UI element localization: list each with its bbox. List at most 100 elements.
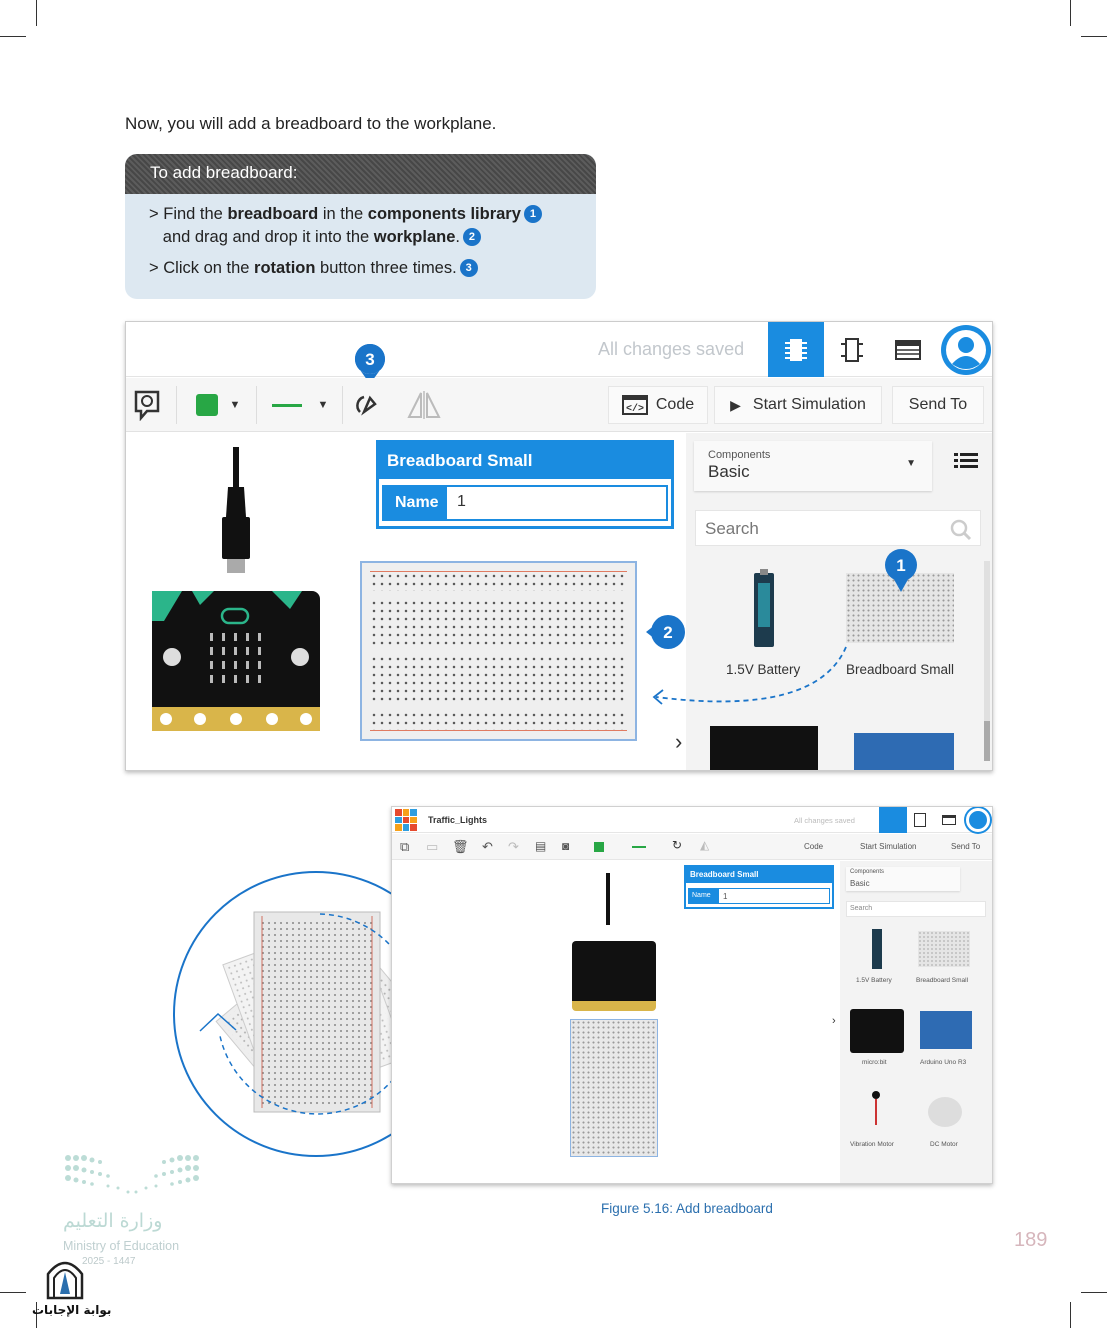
wire-line-icon-small[interactable] [632, 846, 646, 848]
callout-3: 3 [354, 344, 385, 384]
scrollbar[interactable] [984, 561, 990, 761]
label-dc-motor-small: DC Motor [930, 1141, 958, 1148]
divider [342, 386, 343, 424]
breadboard-rotated-small[interactable] [570, 1019, 658, 1157]
search-input-small[interactable]: Search [846, 901, 986, 917]
mirror-icon-small[interactable]: ◭ [700, 838, 710, 852]
breadboard-on-workplane[interactable] [360, 561, 637, 741]
avatar-small[interactable] [966, 808, 990, 832]
components-dropdown-small[interactable]: Components Basic [846, 867, 960, 891]
redo-icon[interactable]: ↷ [508, 839, 519, 854]
search-input[interactable]: Search [695, 510, 981, 546]
speech-bubble-icon[interactable]: ◙ [562, 839, 570, 853]
step-text: in the [318, 205, 368, 223]
label-vibration-motor-small: Vibration Motor [850, 1141, 894, 1148]
dc-motor-small[interactable] [928, 1097, 962, 1127]
step-bold: rotation [254, 259, 316, 277]
components-label-small: Components [850, 869, 885, 875]
color-swatch-small[interactable] [594, 842, 604, 852]
breadboard-rail [370, 571, 627, 591]
battery-image[interactable] [752, 569, 776, 649]
components-panel-small: Components Basic Search 1.5V Battery Bre… [840, 861, 992, 1183]
crop-mark [0, 1292, 26, 1293]
step-text: Find the [163, 205, 228, 223]
arduino-component-image[interactable] [854, 733, 954, 770]
user-avatar[interactable] [938, 322, 992, 377]
components-label: Components [708, 449, 771, 461]
panel-toggle-chevron-icon[interactable]: › [832, 1015, 836, 1027]
editor-toolbar: ▼ ▼ </> Code ▶ Start Simulation Send To [126, 378, 992, 432]
wire-line-icon [271, 403, 302, 407]
step-text: . [455, 228, 460, 246]
svg-text:</>: </> [626, 403, 644, 415]
start-simulation-small[interactable]: Start Simulation [860, 842, 917, 851]
crop-mark [0, 36, 26, 37]
battery-label: 1.5V Battery [726, 662, 801, 677]
figure-caption: Figure 5.16: Add breadboard [601, 1201, 773, 1216]
step-number-badge: 3 [459, 259, 478, 277]
portal-name: بوابة الإجابات [32, 1303, 112, 1317]
send-to-label: Send To [908, 396, 968, 413]
workplane[interactable]: Breadboard Small Name 1 2 › [126, 433, 686, 770]
notes-icon[interactable]: ▤ [535, 839, 547, 853]
components-dropdown[interactable]: Components Basic ▼ [694, 441, 932, 491]
code-button[interactable]: </> Code [608, 386, 708, 424]
name-field[interactable]: Name 1 [382, 485, 668, 521]
start-simulation-button[interactable]: ▶ Start Simulation [714, 386, 882, 424]
battery-small[interactable] [872, 929, 882, 969]
label-microbit-small: micro:bit [862, 1059, 887, 1066]
crop-mark [36, 0, 37, 26]
flip-button[interactable] [404, 388, 444, 422]
properties-title-small: Breadboard Small [686, 867, 832, 883]
panel-toggle-chevron-icon[interactable]: › [675, 729, 683, 754]
play-icon: ▶ [730, 396, 741, 413]
intro-text: Now, you will add a breadboard to the wo… [125, 114, 497, 133]
scrollbar-thumb[interactable] [984, 721, 990, 761]
saved-status: All changes saved [598, 339, 745, 359]
wire-type-picker[interactable]: ▼ [266, 390, 334, 420]
arduino-component-small[interactable] [920, 1011, 972, 1049]
ministry-name-english: Ministry of Education [63, 1239, 180, 1253]
crop-mark [1070, 1302, 1071, 1328]
ministry-years: 2025 - 1447 [82, 1256, 136, 1267]
name-value-small: 1 [723, 892, 728, 901]
circuit-view-button[interactable] [768, 322, 824, 377]
vibration-motor-small[interactable] [872, 1091, 880, 1099]
paste-icon[interactable]: ▭ [426, 839, 439, 854]
copy-icon[interactable]: ⧉ [400, 839, 410, 854]
rotate-button[interactable] [352, 390, 382, 420]
list-view-button[interactable] [954, 451, 978, 475]
properties-panel: Breadboard Small Name 1 [376, 440, 674, 529]
crop-mark [1070, 0, 1071, 26]
breadboard-component-small[interactable] [918, 931, 970, 967]
send-to-small[interactable]: Send To [951, 842, 981, 851]
step-number-badge: 1 [523, 205, 542, 223]
circuit-view-button-small[interactable] [879, 807, 907, 833]
code-label-small[interactable]: Code [804, 842, 824, 851]
notes-button[interactable] [132, 388, 162, 422]
rotate-icon-small[interactable]: ↻ [672, 838, 683, 852]
component-list-button[interactable] [880, 322, 936, 377]
microbit-small [572, 941, 656, 1011]
tinkercad-logo [395, 809, 417, 831]
undo-icon[interactable]: ↶ [482, 839, 493, 854]
name-value: 1 [457, 493, 466, 510]
components-value: Basic [708, 462, 750, 481]
schematic-view-button[interactable] [824, 322, 880, 377]
table-icon [895, 339, 921, 360]
avatar-icon [941, 324, 991, 375]
start-simulation-label: Start Simulation [752, 396, 866, 413]
chip-icon-small[interactable] [914, 813, 926, 827]
name-label-small: Name [689, 889, 719, 903]
steps-box: To add breadboard: > Find the breadboard… [125, 154, 596, 299]
microbit-component-small[interactable] [850, 1009, 904, 1053]
table-icon-small[interactable] [942, 815, 956, 825]
microbit-image [152, 591, 320, 731]
microbit-component-image[interactable] [710, 726, 818, 770]
send-to-button[interactable]: Send To [892, 386, 984, 424]
name-field-small[interactable]: Name 1 [688, 888, 830, 904]
search-icon [950, 519, 972, 541]
callout-1-number: 1 [896, 556, 905, 575]
color-picker[interactable]: ▼ [188, 390, 248, 420]
delete-icon[interactable]: 🗑 [452, 839, 469, 854]
